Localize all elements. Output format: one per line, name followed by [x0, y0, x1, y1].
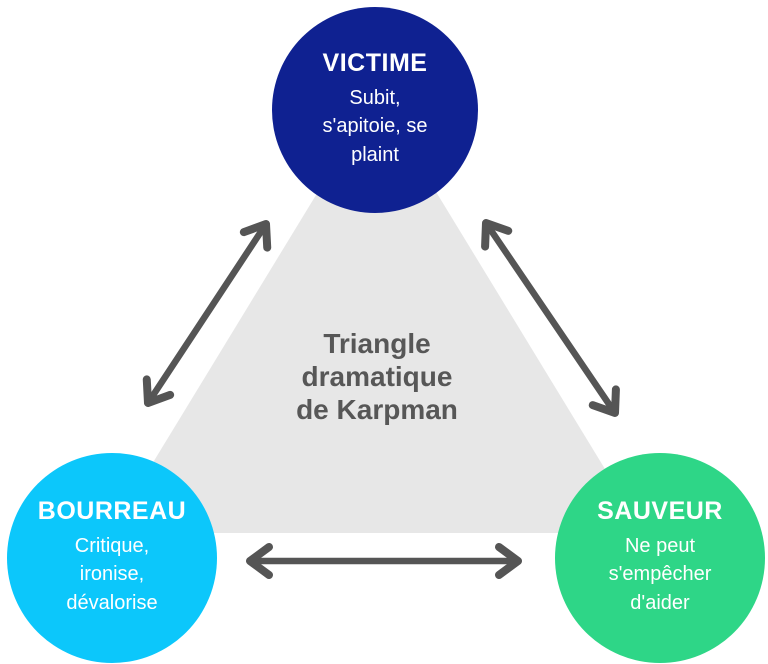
node-sauveur-description: Ne peut s'empêcher d'aider — [608, 534, 712, 615]
node-sauveur: SAUVEUR Ne peut s'empêcher d'aider — [555, 453, 765, 663]
node-sauveur-label: SAUVEUR — [597, 497, 723, 526]
node-bourreau-label: BOURREAU — [37, 497, 187, 526]
node-bourreau: BOURREAU Critique, ironise, dévalorise — [7, 453, 217, 663]
node-victime-label: VICTIME — [322, 49, 428, 78]
arrow-victime-bourreau — [142, 220, 272, 407]
arrow-victime-sauveur — [481, 219, 620, 417]
node-victime-description: Subit, s'apitoie, se plaint — [322, 86, 428, 167]
triangle-shape — [110, 95, 644, 533]
node-bourreau-description: Critique, ironise, dévalorise — [66, 534, 158, 615]
node-victime: VICTIME Subit, s'apitoie, se plaint — [272, 7, 478, 213]
diagram-title: Triangle dramatique de Karpman — [296, 328, 458, 425]
